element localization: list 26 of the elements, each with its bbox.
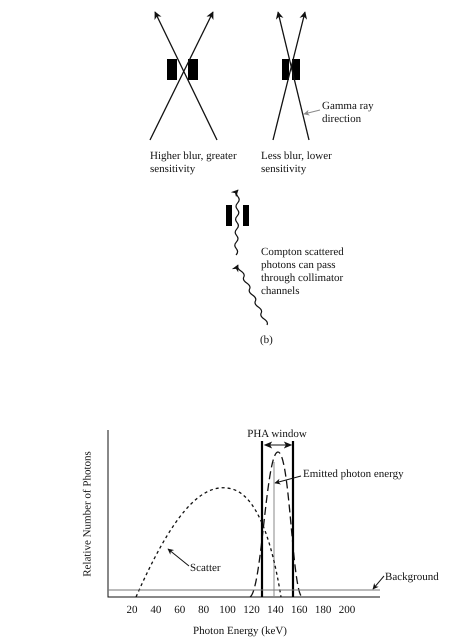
tick-label: 200 bbox=[338, 604, 356, 617]
leader-line bbox=[303, 110, 320, 116]
leader-line bbox=[372, 576, 384, 590]
caption-text: Less blur, lower sensitivity bbox=[261, 150, 333, 176]
callout-text: Emitted photon energy bbox=[303, 468, 404, 481]
axis-title: Relative Number of Photons bbox=[82, 451, 94, 577]
axis-annotation: PHA window bbox=[245, 428, 309, 441]
tick-label: 140 bbox=[267, 604, 284, 617]
tick-label: 180 bbox=[314, 604, 332, 617]
tick-label: 120 bbox=[243, 604, 260, 617]
caption-text: Higher blur, greater sensitivity bbox=[150, 150, 238, 176]
tick-label: 60 bbox=[174, 604, 186, 617]
tick-label: 80 bbox=[198, 604, 210, 617]
caption-text: Compton scattered photons can pass through collimator channels bbox=[261, 246, 345, 298]
leader-line bbox=[274, 476, 302, 484]
callout-text: Gamma ray direction bbox=[322, 100, 392, 126]
axis-title: Photon Energy (keV) bbox=[193, 625, 287, 638]
scatter-curve bbox=[135, 487, 282, 598]
panel-label: (b) bbox=[260, 334, 273, 347]
tick-label: 20 bbox=[126, 604, 138, 617]
callout-text: Scatter bbox=[190, 562, 221, 575]
leader-line bbox=[168, 548, 190, 566]
tick-label: 100 bbox=[219, 604, 236, 617]
tick-label: 160 bbox=[290, 604, 308, 617]
callout-text: Background bbox=[385, 571, 439, 584]
tick-label: 40 bbox=[150, 604, 162, 617]
